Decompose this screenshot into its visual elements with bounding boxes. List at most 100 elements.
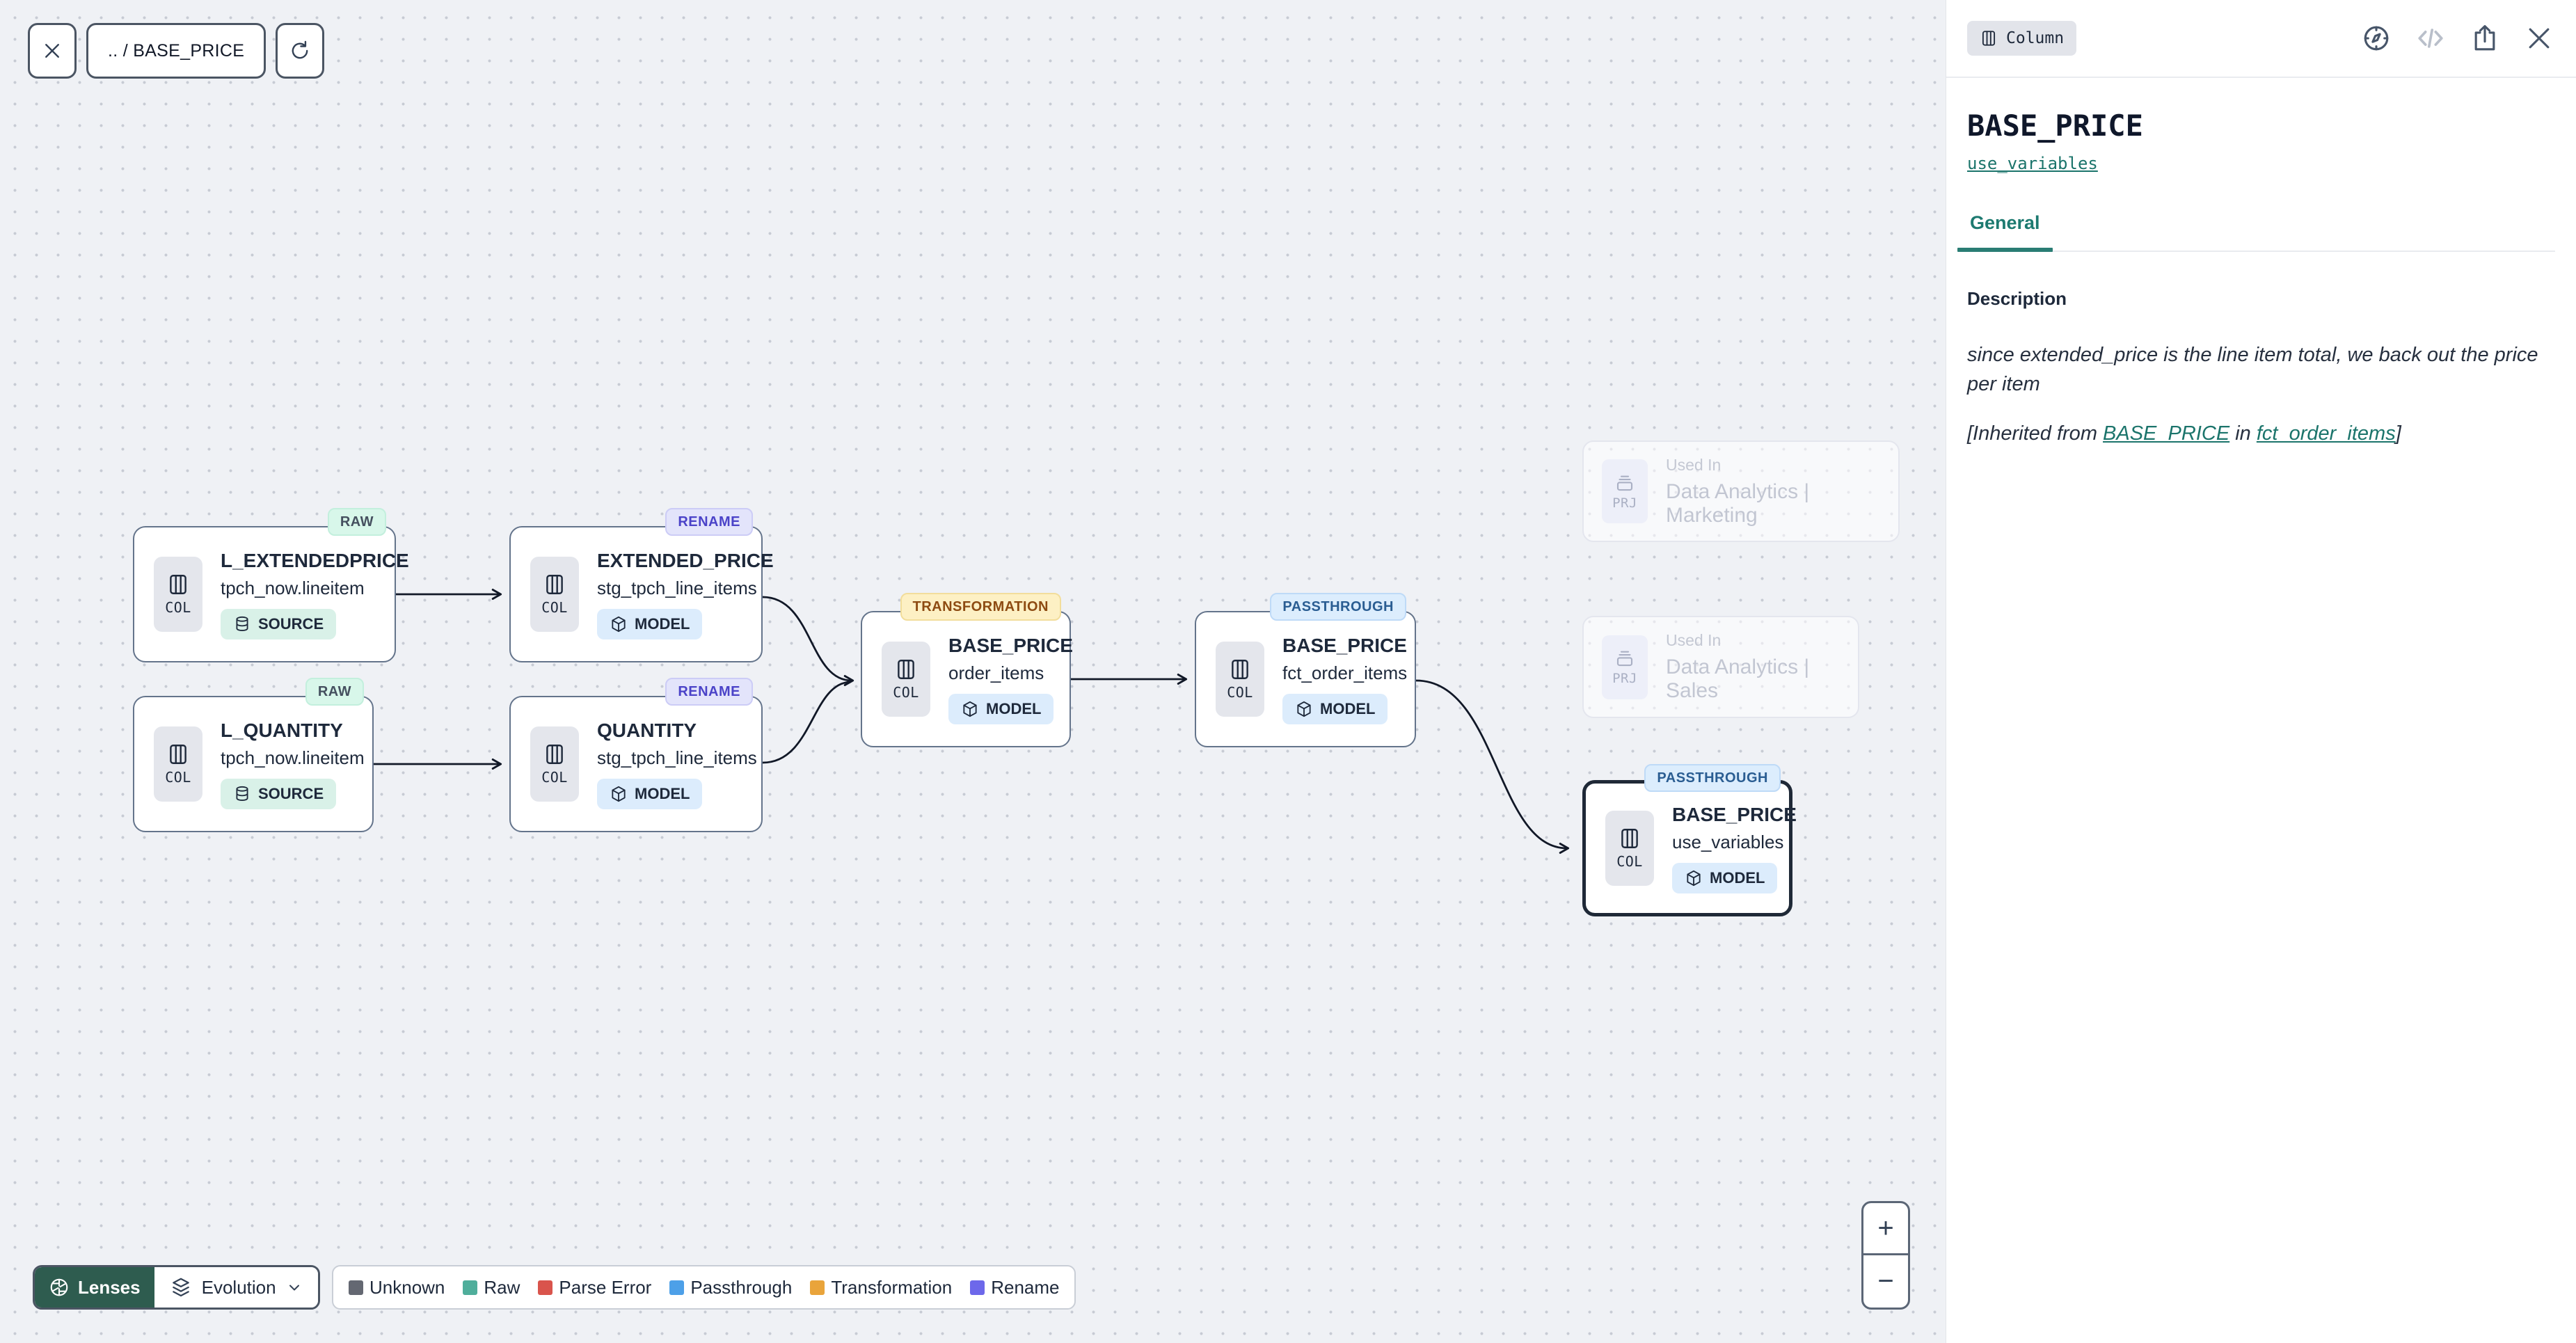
- tag-label: MODEL: [1710, 868, 1765, 887]
- column-node-l-quantity[interactable]: RAW COL L_QUANTITY tpch_now.lineitem SOU…: [133, 678, 374, 832]
- aperture-icon: [50, 1278, 68, 1296]
- inherited-prefix: [Inherited from: [1967, 422, 2104, 445]
- legend-label: Raw: [484, 1276, 520, 1298]
- node-title: EXTENDED_PRICE: [597, 549, 774, 571]
- chevron-down-icon: [289, 1285, 299, 1291]
- model-link[interactable]: use_variables: [1967, 154, 2098, 173]
- stack-icon: [172, 1278, 189, 1297]
- legend-item: Transformation: [810, 1277, 952, 1298]
- node-model: use_variables: [1672, 831, 1784, 852]
- chip-label: COL: [541, 769, 568, 786]
- close-panel-button[interactable]: [2523, 22, 2555, 54]
- node-kind-tag: MODEL: [1672, 862, 1778, 893]
- lenses-button[interactable]: Lenses: [35, 1267, 154, 1308]
- cube-icon: [963, 701, 977, 717]
- used-in-node-marketing[interactable]: PRJ Used In Data Analytics | Marketing: [1582, 440, 1900, 542]
- lenses-control: Lenses Evolution: [33, 1265, 320, 1310]
- node-kind-tag: MODEL: [597, 778, 703, 809]
- legend-swatch: [810, 1280, 825, 1295]
- legend-label: Rename: [991, 1276, 1060, 1298]
- refresh-button[interactable]: [276, 23, 325, 79]
- column-icon: [1232, 660, 1248, 679]
- column-icon: [898, 660, 914, 679]
- tab-general[interactable]: General: [1957, 212, 2053, 252]
- edge-kind-badge: TRANSFORMATION: [900, 593, 1061, 621]
- tag-label: MODEL: [986, 699, 1042, 717]
- database-icon: [236, 786, 248, 801]
- graph-toolbar: .. / BASE_PRICE: [28, 23, 325, 79]
- cube-icon: [1687, 870, 1701, 886]
- inherited-note: [Inherited from BASE_PRICE in fct_order_…: [1967, 422, 2555, 445]
- zoom-out-button[interactable]: −: [1877, 1266, 1894, 1296]
- description-text: since extended_price is the line item to…: [1967, 344, 2538, 395]
- panel-header: Column: [1946, 0, 2576, 78]
- column-icon: [170, 575, 186, 594]
- explore-button[interactable]: [2360, 22, 2392, 54]
- node-model: tpch_now.lineitem: [221, 747, 365, 768]
- used-in-name: Data Analytics | Marketing: [1666, 479, 1810, 527]
- cube-icon: [1297, 701, 1311, 717]
- column-node-base-price-fct-order-items[interactable]: PASSTHROUGH COL BASE_PRICE fct_order_ite…: [1195, 593, 1416, 747]
- node-title: BASE_PRICE: [1282, 634, 1407, 656]
- column-chip: COL: [1216, 642, 1264, 717]
- column-chip: COL: [530, 726, 579, 802]
- share-button[interactable]: [2469, 22, 2501, 54]
- lineage-legend: Unknown Raw Parse Error Passthrough Tran…: [332, 1265, 1076, 1310]
- zoom-in-button[interactable]: +: [1863, 1203, 1908, 1255]
- legend-item: Unknown: [349, 1277, 445, 1298]
- legend-swatch: [669, 1280, 685, 1295]
- node-title: BASE_PRICE: [948, 634, 1073, 656]
- used-in-name: Data Analytics | Sales: [1666, 655, 1810, 702]
- database-icon: [236, 616, 248, 631]
- inherited-column-link[interactable]: BASE_PRICE: [2103, 422, 2230, 445]
- column-icon: [546, 745, 563, 764]
- edge-kind-badge: PASSTHROUGH: [1644, 764, 1781, 792]
- lenses-label: Lenses: [78, 1276, 141, 1298]
- column-node-base-price-order-items[interactable]: TRANSFORMATION COL BASE_PRICE order_item…: [861, 593, 1073, 747]
- panel-body: BASE_PRICE use_variables General Descrip…: [1946, 109, 2576, 445]
- code-icon: [2418, 29, 2443, 48]
- chip-label: PRJ: [1612, 671, 1637, 686]
- node-model: stg_tpch_line_items: [597, 577, 757, 598]
- lens-mode-dropdown[interactable]: Evolution: [154, 1267, 318, 1308]
- close-icon: [45, 44, 59, 58]
- column-node-base-price-use-variables[interactable]: PASSTHROUGH COL BASE_PRICE use_variables…: [1582, 764, 1797, 916]
- entity-type-label: Column: [2006, 29, 2065, 47]
- chip-label: COL: [541, 599, 568, 616]
- edge-kind-badge: RENAME: [665, 508, 753, 536]
- tag-label: SOURCE: [258, 614, 324, 633]
- used-in-label: Used In: [1666, 631, 1722, 649]
- column-chip: COL: [530, 557, 579, 632]
- project-chip: PRJ: [1602, 635, 1648, 699]
- view-code-button[interactable]: [2415, 22, 2447, 54]
- legend-item: Rename: [970, 1277, 1059, 1298]
- node-model: order_items: [948, 662, 1044, 683]
- node-title: L_EXTENDEDPRICE: [221, 549, 409, 571]
- close-graph-button[interactable]: [28, 23, 77, 79]
- column-node-quantity[interactable]: RENAME COL QUANTITY stg_tpch_line_items …: [509, 678, 763, 832]
- legend-label: Parse Error: [559, 1276, 652, 1298]
- edge-kind-badge: RENAME: [665, 678, 753, 706]
- legend-label: Transformation: [831, 1276, 953, 1298]
- node-title: BASE_PRICE: [1672, 803, 1797, 825]
- used-in-node-sales[interactable]: PRJ Used In Data Analytics | Sales: [1582, 616, 1859, 718]
- breadcrumb[interactable]: .. / BASE_PRICE: [86, 23, 267, 79]
- lineage-edges: [374, 588, 1570, 854]
- column-detail-panel: Column BASE_PRICE use_variables: [1946, 0, 2576, 1343]
- inherited-model-link[interactable]: fct_order_items: [2256, 422, 2396, 445]
- column-node-extended-price[interactable]: RENAME COL EXTENDED_PRICE stg_tpch_line_…: [509, 508, 774, 662]
- column-node-l-extendedprice[interactable]: RAW COL L_EXTENDEDPRICE tpch_now.lineite…: [133, 508, 409, 662]
- legend-swatch: [970, 1280, 985, 1295]
- column-chip: COL: [154, 557, 202, 632]
- legend-swatch: [349, 1280, 363, 1295]
- edge-kind-badge: PASSTHROUGH: [1270, 593, 1406, 621]
- chip-label: COL: [1227, 684, 1253, 701]
- close-icon: [2529, 28, 2550, 49]
- column-icon: [170, 745, 186, 764]
- legend-label: Passthrough: [690, 1276, 793, 1298]
- node-model: fct_order_items: [1282, 662, 1408, 683]
- column-icon: [1982, 31, 1996, 46]
- tag-label: SOURCE: [258, 784, 324, 802]
- legend-swatch: [463, 1280, 478, 1295]
